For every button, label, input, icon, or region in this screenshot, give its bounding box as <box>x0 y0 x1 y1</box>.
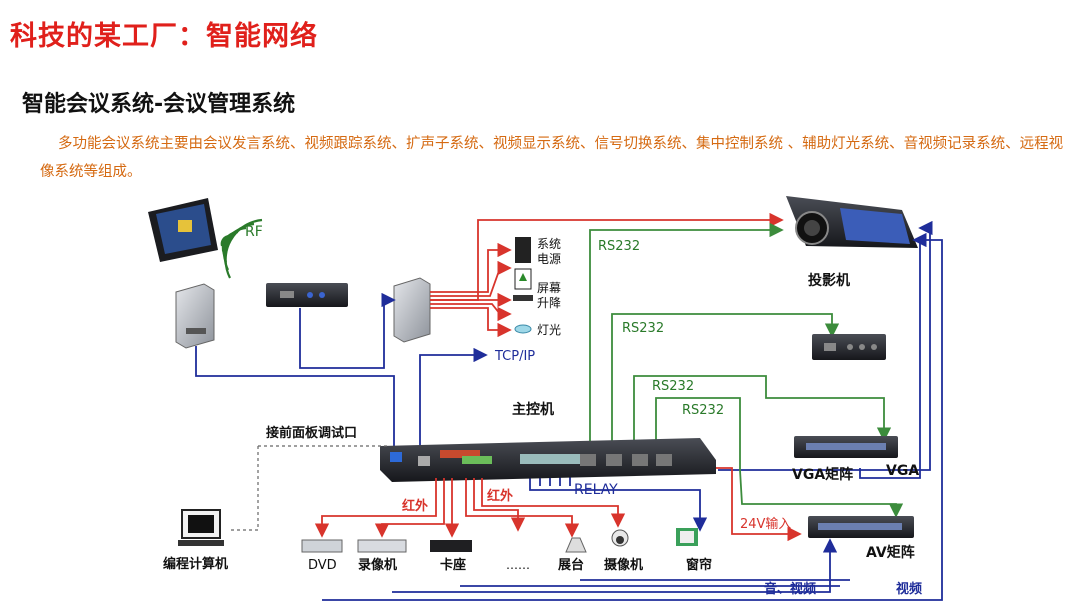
front-panel-dashed-line <box>230 445 390 531</box>
power-device-icon <box>515 237 531 263</box>
24v-label: 24V输入 <box>740 516 791 532</box>
av-matrix-device <box>808 516 914 538</box>
interface-box <box>266 283 348 307</box>
ir-label-1: 红外 <box>402 498 428 514</box>
light-label: 灯光 <box>537 323 561 337</box>
booth-label: 展台 <box>558 557 584 573</box>
rf-receiver <box>175 283 215 349</box>
host-label: 主控机 <box>512 401 554 418</box>
page-title: 科技的某工厂：智能网络 <box>10 21 318 52</box>
vga-interface-box <box>812 334 886 360</box>
touch-panel <box>148 198 218 262</box>
rs232-lines <box>589 222 904 518</box>
screen-label-1: 屏幕 <box>537 281 561 295</box>
screen-label-2: 升降 <box>537 296 561 310</box>
relay-controller <box>393 277 431 343</box>
24v-input-line <box>716 467 802 542</box>
projector-label: 投影机 <box>808 272 850 289</box>
ir-lines <box>314 478 626 538</box>
description-paragraph: 多功能会议系统主要由会议发言系统、视频跟踪系统、扩声子系统、视频显示系统、信号切… <box>40 136 1064 180</box>
pc-label: 编程计算机 <box>163 556 228 572</box>
light-icon <box>514 324 532 334</box>
screen-lift-icon <box>513 268 533 301</box>
power-label-1: 系统 <box>537 237 561 251</box>
rs232-label-b: RS232 <box>622 321 664 336</box>
dvd-device <box>301 539 343 553</box>
vga-matrix-label: VGA矩阵 <box>792 466 853 483</box>
camera-device <box>611 529 629 547</box>
tcpip-label: TCP/IP <box>494 349 535 364</box>
rs232-label-a: RS232 <box>598 239 640 254</box>
cassette-device <box>430 540 472 552</box>
front-panel-label: 接前面板调试口 <box>266 425 357 441</box>
rf-wave-icon <box>220 218 263 279</box>
host-controller <box>380 438 716 482</box>
camera-label: 摄像机 <box>604 557 643 573</box>
vga-matrix-device <box>794 436 898 458</box>
rs232-label-c: RS232 <box>652 379 694 394</box>
relay-label: RELAY <box>574 482 618 498</box>
rf-label: RF <box>245 224 263 240</box>
dvd-label: DVD <box>308 558 337 573</box>
curtain-label: 窗帘 <box>686 557 712 573</box>
rs232-label-d: RS232 <box>682 403 724 418</box>
relay-output-lines <box>430 212 784 338</box>
programming-pc <box>178 509 224 546</box>
recorder-device <box>357 539 407 553</box>
vga-label: VGA <box>886 463 919 479</box>
page-subtitle: 智能会议系统-会议管理系统 <box>22 92 296 117</box>
cassette-label: 卡座 <box>440 557 466 573</box>
dots-label: …… <box>506 558 530 572</box>
projector <box>786 196 918 248</box>
av-matrix-label: AV矩阵 <box>866 544 915 561</box>
av-audio-label: 音、视频 <box>764 581 816 597</box>
recorder-label: 录像机 <box>358 557 397 573</box>
ir-label-2: 红外 <box>487 488 513 504</box>
document-camera-device <box>565 537 587 553</box>
curtain-device <box>676 528 698 546</box>
power-label-2: 电源 <box>537 252 561 266</box>
video-label: 视频 <box>896 581 922 597</box>
blue-signal-lines <box>195 220 943 601</box>
